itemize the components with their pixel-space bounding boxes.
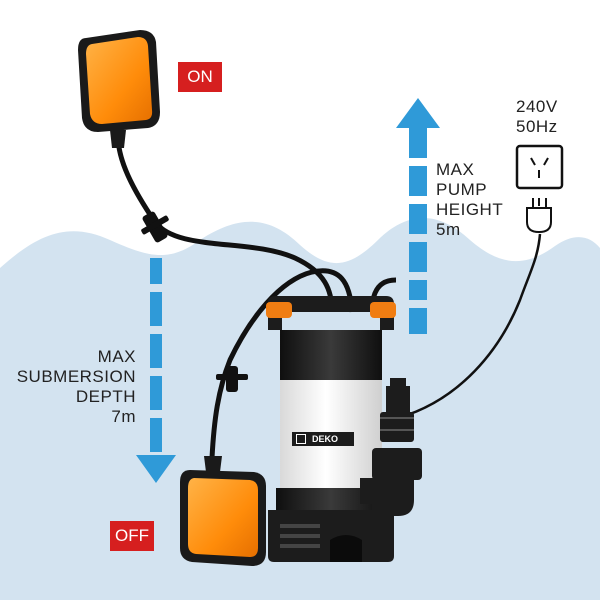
upper-cable-clamp (141, 211, 169, 243)
brand-icon (296, 434, 306, 444)
submersion-depth-line2: SUBMERSION (16, 367, 136, 386)
submersion-depth-line1: MAX (97, 347, 136, 366)
submersion-depth-line3: DEPTH (75, 387, 136, 406)
frequency-text: 50Hz (516, 117, 558, 136)
pump-height-value: 5m (436, 220, 461, 239)
submersion-depth-arrow (136, 258, 176, 483)
submersion-depth-label: MAX SUBMERSION DEPTH 7m (4, 347, 136, 427)
float-switch-on (78, 30, 160, 148)
submersible-pump (266, 296, 396, 562)
brand-text: DEKO (312, 434, 339, 444)
pump-height-line1: MAX (436, 160, 475, 179)
voltage-text: 240V (516, 97, 558, 116)
float-cable-lower (209, 268, 355, 459)
power-cord (397, 233, 542, 420)
brand-logo (292, 432, 354, 446)
pump-height-label: MAX PUMP HEIGHT 5m (436, 160, 526, 240)
discharge-outlet (360, 378, 422, 516)
power-spec-label: 240V 50Hz (516, 97, 586, 137)
pump-height-line3: HEIGHT (436, 200, 504, 219)
float-cable-upper (115, 135, 335, 313)
pump-height-arrow (396, 98, 440, 334)
off-badge: OFF (110, 521, 154, 551)
lower-cable-clamp (216, 366, 248, 392)
power-plug-icon (526, 198, 552, 234)
wall-socket-icon (515, 144, 564, 190)
pump-height-line2: PUMP (436, 180, 488, 199)
submersion-depth-value: 7m (111, 407, 136, 426)
on-badge: ON (178, 62, 222, 92)
float-switch-off (180, 456, 266, 566)
